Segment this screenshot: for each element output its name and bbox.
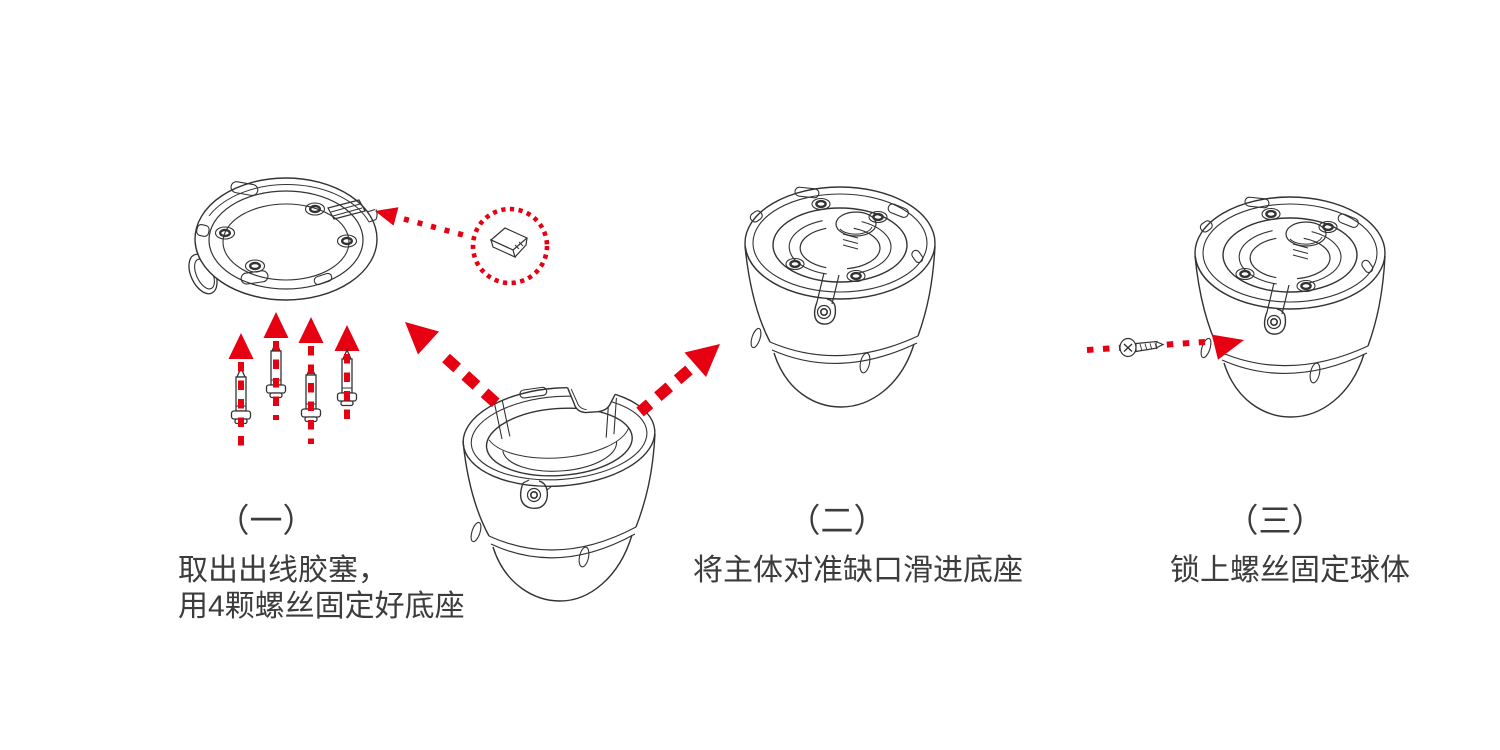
screw-1 xyxy=(228,333,254,446)
step-1-number: （一） xyxy=(216,502,316,539)
step-2-caption: 将主体对准缺口滑进底座 xyxy=(693,554,1023,587)
cable-plug-detail-circle xyxy=(470,206,550,286)
step-2-number: （二） xyxy=(787,502,887,539)
screws-with-up-arrows xyxy=(228,312,360,446)
screw-4 xyxy=(334,325,360,428)
rubber-plug-icon xyxy=(489,227,529,259)
step-1-caption-line-2: 用4颗螺丝固定好底座 xyxy=(178,590,465,623)
camera-body-drawing xyxy=(462,386,656,602)
screw-2 xyxy=(263,312,289,420)
step-3-caption: 锁上螺丝固定球体 xyxy=(1170,554,1410,587)
assembled-camera-step2-drawing xyxy=(743,185,937,409)
assembled-camera-step3-drawing xyxy=(1193,195,1387,419)
slide-arrow-left xyxy=(405,322,501,409)
locking-screw-icon xyxy=(1119,337,1165,358)
mounting-base-drawing xyxy=(188,177,378,301)
screw-3 xyxy=(298,317,324,444)
screw-dotted-arrow xyxy=(1086,334,1244,360)
plug-remove-dotted-arrow xyxy=(375,207,468,239)
slide-arrow-right xyxy=(636,344,720,417)
step-1-caption-line-1: 取出出线胶塞， xyxy=(178,554,388,587)
step-3-number: （三） xyxy=(1225,502,1325,539)
